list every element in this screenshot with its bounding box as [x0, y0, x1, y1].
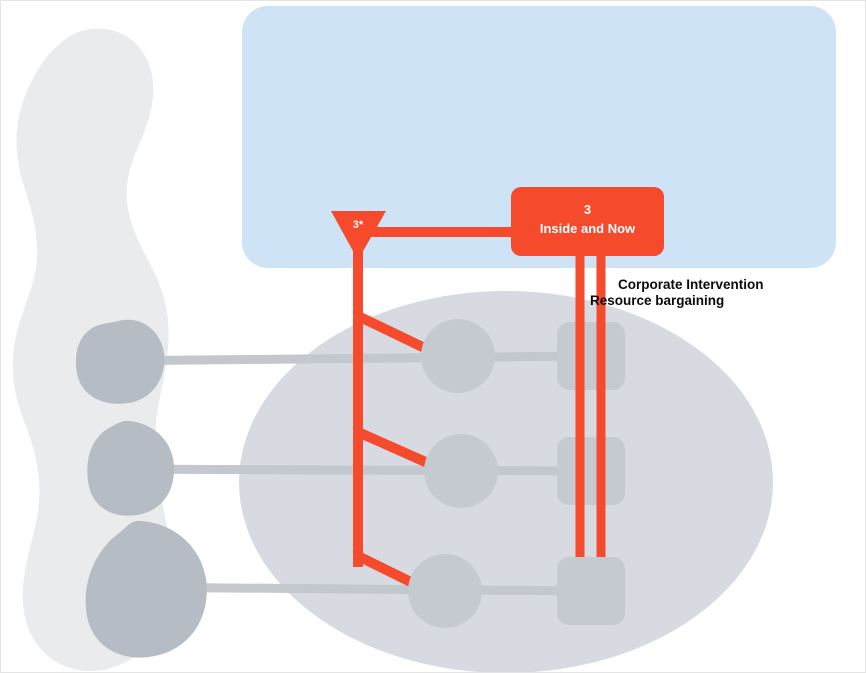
square-node-1: [557, 322, 625, 390]
square-node-3: [557, 557, 625, 625]
connector-line-2: [101, 464, 596, 476]
funnel-triangle-icon: [331, 211, 386, 260]
gray-ellipse-region: [239, 291, 773, 672]
inside-now-number: 3: [583, 202, 592, 217]
actor-blob-3: [85, 520, 207, 658]
inside-now-title: Inside and Now: [539, 221, 636, 236]
inside-now-box-text: 3 Inside and Now: [511, 200, 664, 238]
actor-blob-2: [87, 420, 175, 516]
corporate-intervention-label: Corporate Intervention: [618, 277, 764, 292]
funnel-label: 3*: [352, 219, 364, 231]
top-blue-region: [242, 6, 836, 268]
square-node-2: [557, 437, 625, 505]
resource-bargaining-label: Resource bargaining: [590, 293, 725, 308]
circle-node-3: [408, 554, 482, 628]
actor-blob-1: [75, 319, 165, 404]
circle-node-1: [421, 319, 495, 393]
circle-node-2: [424, 434, 498, 508]
inside-now-box: [511, 187, 664, 256]
connector-line-1: [96, 351, 596, 366]
